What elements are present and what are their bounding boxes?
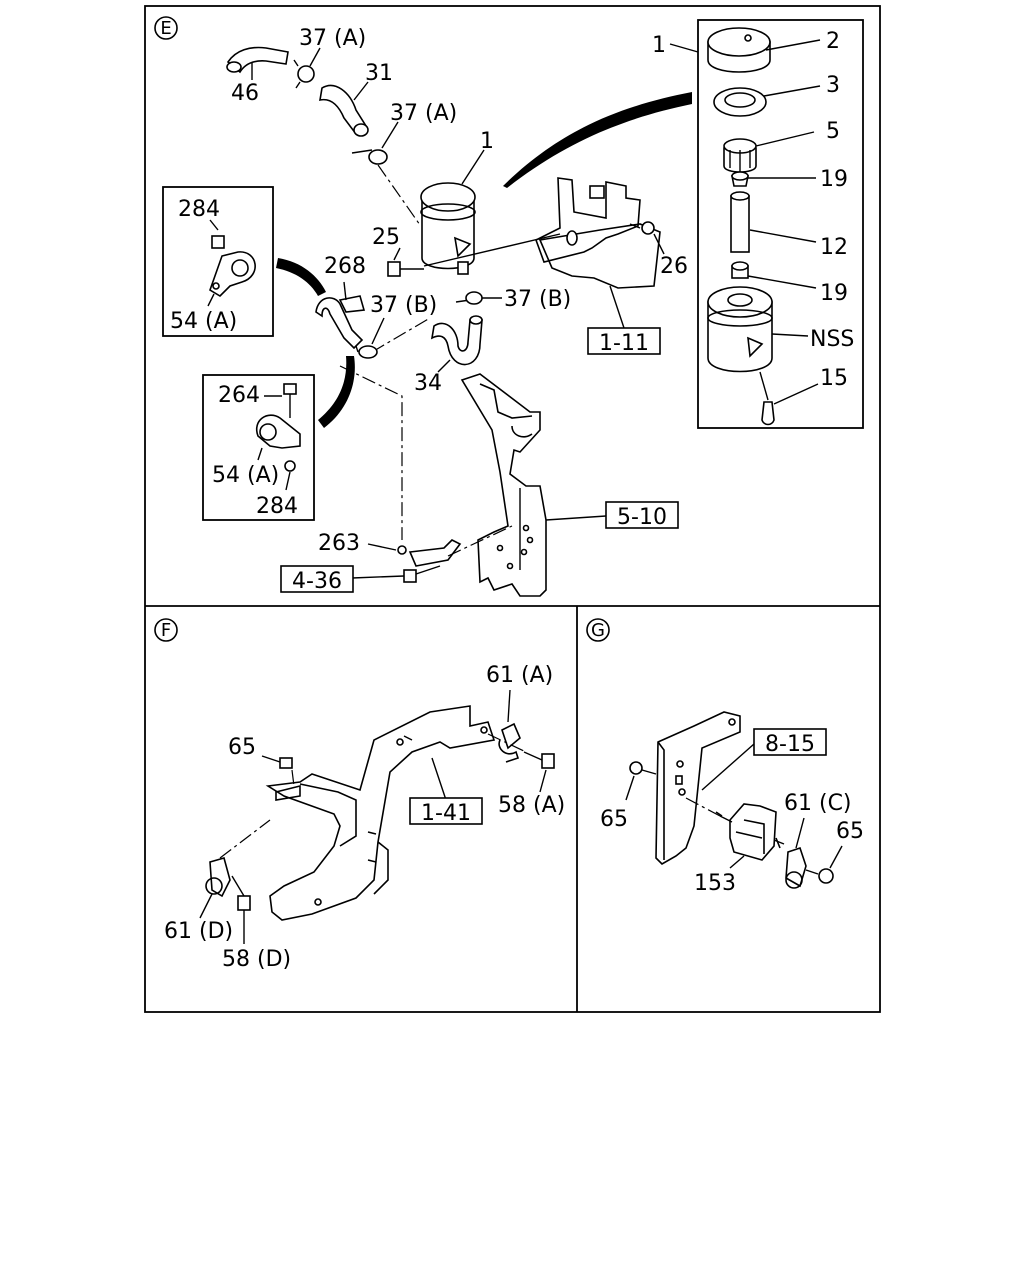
label-2: 2: [826, 29, 840, 54]
label-37b-right: 37 (B): [504, 287, 571, 312]
hose-34: [430, 315, 483, 366]
callout-arc-inset-top: [276, 258, 326, 296]
section-g-letter: G: [591, 620, 605, 641]
ref-box-4-36: [280, 565, 354, 593]
label-5: 5: [826, 119, 840, 144]
clamp-37a-lower: [351, 149, 388, 165]
label-1-tank: 1: [480, 129, 494, 154]
label-284-top: 284: [178, 197, 220, 222]
label-263: 263: [318, 531, 360, 556]
label-61d: 61 (D): [164, 919, 233, 944]
label-34: 34: [414, 371, 442, 396]
seal-ring-3: [713, 87, 767, 117]
frame-member-5-10: [460, 373, 547, 597]
ref-box-5-10: [605, 501, 679, 529]
reservoir-body-nss: [707, 286, 773, 373]
ref-1-41-text: 1-41: [421, 801, 471, 826]
nut-65-left: [629, 761, 657, 775]
nozzle-15: [759, 371, 775, 426]
bracket-1-41: [265, 705, 496, 921]
label-54a-bottom: 54 (A): [212, 463, 279, 488]
label-nss: NSS: [810, 327, 854, 352]
clip-61a: [498, 722, 521, 763]
label-26: 26: [660, 254, 688, 279]
label-46: 46: [231, 81, 259, 106]
clip-61c: [785, 846, 807, 889]
bracket-1-11: [535, 177, 661, 289]
section-f-letter: F: [161, 620, 171, 641]
label-268: 268: [324, 254, 366, 279]
reservoir-tank: [420, 182, 476, 275]
bushing-19-top: [731, 171, 749, 187]
section-marker-e: E: [154, 16, 178, 40]
ref-box-1-41: [409, 797, 483, 825]
bolt-4-36: [403, 565, 441, 583]
bolt-25: [387, 261, 424, 277]
clip-61d: [205, 857, 231, 898]
clip-65-f: [275, 757, 301, 801]
label-19-bottom: 19: [820, 281, 848, 306]
bolt-58d: [231, 875, 251, 911]
ref-1-11: 1-11: [599, 331, 649, 356]
hose-46: [226, 46, 289, 74]
inset-box-clip-bottom: [202, 374, 315, 521]
label-15: 15: [820, 366, 848, 391]
label-65-g-right: 65: [836, 819, 864, 844]
label-65-f: 65: [228, 735, 256, 760]
label-3: 3: [826, 73, 840, 98]
bracket-8-15: [655, 711, 741, 865]
ref-8-15: 8-15: [765, 732, 815, 757]
bolt-58a: [523, 751, 555, 769]
label-153: 153: [694, 871, 736, 896]
reservoir-cap-2: [707, 27, 771, 73]
hose-268: [315, 295, 366, 350]
label-264: 264: [218, 383, 260, 408]
diagram-frames: [144, 5, 881, 1013]
label-37a-top: 37 (A): [299, 26, 366, 51]
nut-65-right: [805, 868, 834, 884]
callout-arc-tank: [503, 92, 692, 188]
bushing-19-bottom: [731, 261, 749, 279]
strainer-5: [723, 138, 757, 173]
ref-box-1-11: [587, 327, 661, 355]
label-37a-lower: 37 (A): [390, 101, 457, 126]
callout-arc-inset-bottom: [318, 356, 355, 428]
ref-4-36: 4-36: [292, 569, 342, 594]
label-12: 12: [820, 235, 848, 260]
ref-5-10: 5-10: [617, 505, 667, 530]
ref-box-8-15: [753, 728, 827, 756]
nut-26: [629, 221, 655, 235]
clip-54a-bottom: [255, 383, 301, 472]
section-e-letter: E: [160, 18, 171, 39]
clip-263: [397, 539, 462, 567]
label-1-exploded: 1: [652, 33, 666, 58]
clamp-37b-left: [355, 345, 378, 359]
label-37b-left: 37 (B): [370, 293, 437, 318]
hose-31: [319, 84, 369, 137]
label-65-g-left: 65: [600, 807, 628, 832]
pipe-12: [730, 191, 750, 253]
label-58d: 58 (D): [222, 947, 291, 972]
outer-frame: [144, 5, 881, 1013]
section-marker-f: F: [154, 618, 178, 642]
label-25: 25: [372, 225, 400, 250]
clamp-37a-top: [293, 59, 315, 89]
label-54a-top: 54 (A): [170, 309, 237, 334]
label-31: 31: [365, 61, 393, 86]
label-61c: 61 (C): [784, 791, 852, 816]
inset-box-clip-top: [162, 186, 274, 337]
clamp-37b-right: [455, 291, 483, 305]
label-19-top: 19: [820, 167, 848, 192]
label-61a: 61 (A): [486, 663, 553, 688]
label-284-bottom: 284: [256, 494, 298, 519]
exploded-view-box: [697, 19, 864, 429]
label-58a: 58 (A): [498, 793, 565, 818]
clip-54a-top: [209, 235, 256, 298]
mount-153: [715, 803, 785, 861]
section-marker-g: G: [586, 618, 610, 642]
